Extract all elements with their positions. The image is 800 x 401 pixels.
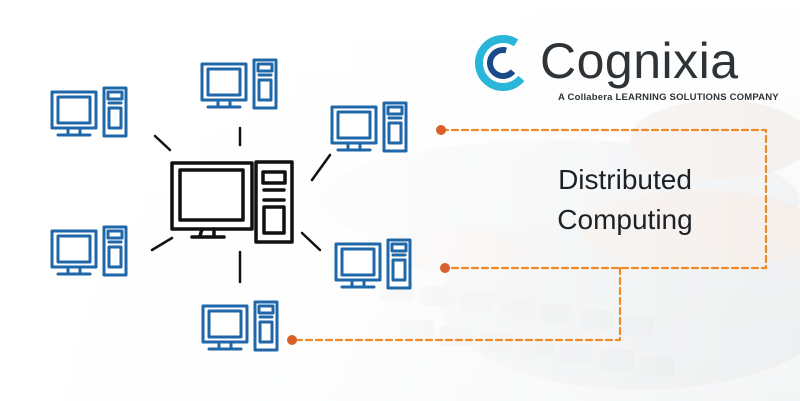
node-computer-icon [200, 58, 278, 110]
cognixia-logo-icon [475, 35, 531, 91]
connector-dots [287, 125, 450, 345]
hub-computer-icon [170, 160, 294, 244]
network-links [150, 126, 332, 284]
node-computer-icon [334, 238, 412, 290]
headline-line-1: Distributed [558, 164, 692, 195]
node-computer-icon [50, 225, 128, 277]
headline-line-2: Computing [557, 204, 693, 235]
brand-tagline: A Collabera LEARNING SOLUTIONS COMPANY [558, 92, 779, 103]
node-computer-icon [50, 86, 128, 138]
connector-lines [290, 128, 768, 342]
node-computer-icon [330, 101, 408, 153]
brand-logo[interactable]: Cognixia A Collabera LEARNING SOLUTIONS … [474, 30, 779, 110]
brand-name: Cognixia [540, 33, 739, 89]
headline: Distributed Computing [500, 160, 750, 250]
node-computer-icon [201, 300, 279, 352]
